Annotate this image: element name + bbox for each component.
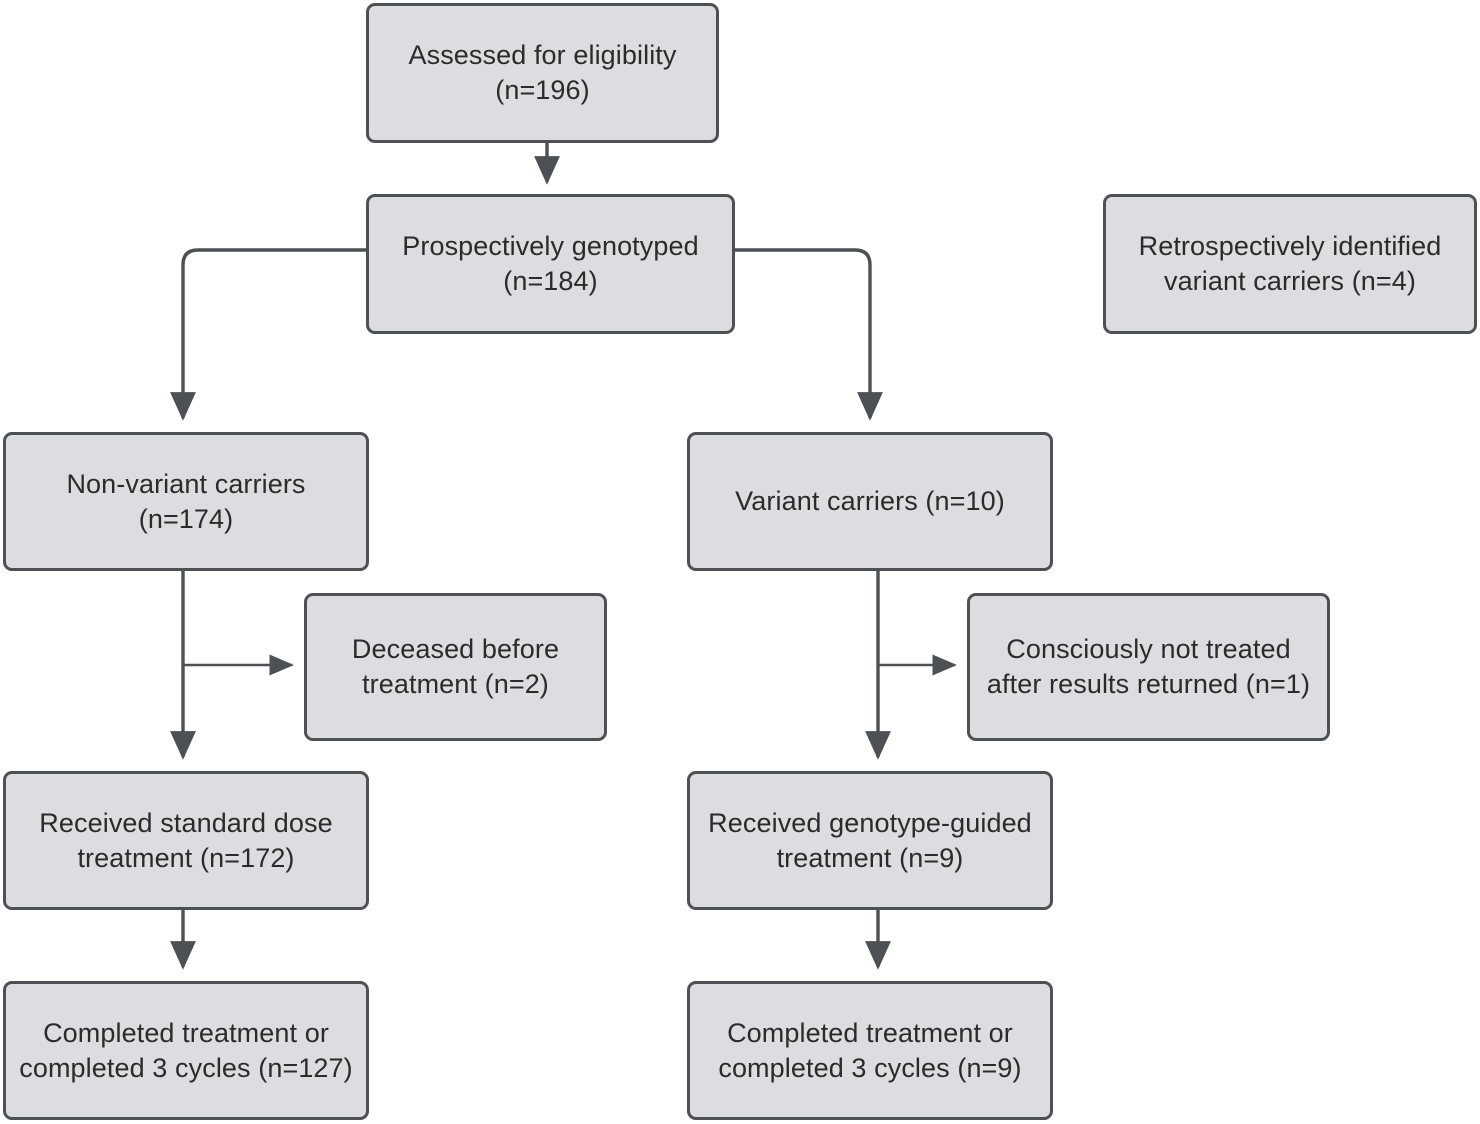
node-label: Non-variant carriers (n=174) xyxy=(66,468,306,534)
node-prospectively-genotyped[interactable]: Prospectively genotyped (n=184) xyxy=(366,194,735,334)
node-consciously-not-treated[interactable]: Consciously not treated after results re… xyxy=(967,593,1330,741)
node-non-variant-carriers[interactable]: Non-variant carriers (n=174) xyxy=(3,432,369,571)
node-label: Completed treatment or completed 3 cycle… xyxy=(19,1017,353,1083)
node-label: Received standard dose treatment (n=172) xyxy=(39,807,333,873)
node-label: Consciously not treated after results re… xyxy=(986,634,1311,699)
node-assessed-for-eligibility[interactable]: Assessed for eligibility (n=196) xyxy=(366,3,719,143)
node-label: Variant carriers (n=10) xyxy=(735,486,1005,517)
node-variant-carriers[interactable]: Variant carriers (n=10) xyxy=(687,432,1053,571)
node-label: Prospectively genotyped (n=184) xyxy=(402,231,699,296)
edge-genotyped-to-variant xyxy=(735,248,883,421)
node-completed-treatment-right[interactable]: Completed treatment or completed 3 cycle… xyxy=(687,981,1053,1120)
node-label: Assessed for eligibility (n=196) xyxy=(408,40,677,105)
node-deceased-before-treatment[interactable]: Deceased before treatment (n=2) xyxy=(304,593,607,741)
edge-genotyped-to-nonvariant xyxy=(170,248,366,421)
node-label: Retrospectively identified variant carri… xyxy=(1138,231,1442,296)
node-label: Deceased before treatment (n=2) xyxy=(351,634,560,699)
node-completed-treatment-left[interactable]: Completed treatment or completed 3 cycle… xyxy=(3,981,369,1120)
node-received-standard-dose-treatment[interactable]: Received standard dose treatment (n=172) xyxy=(3,771,369,910)
node-label: Received genotype-guided treatment (n=9) xyxy=(708,807,1032,873)
node-received-genotype-guided-treatment[interactable]: Received genotype-guided treatment (n=9) xyxy=(687,771,1053,910)
node-label: Completed treatment or completed 3 cycle… xyxy=(718,1017,1022,1083)
node-retrospectively-identified-variant-carriers[interactable]: Retrospectively identified variant carri… xyxy=(1103,194,1477,334)
